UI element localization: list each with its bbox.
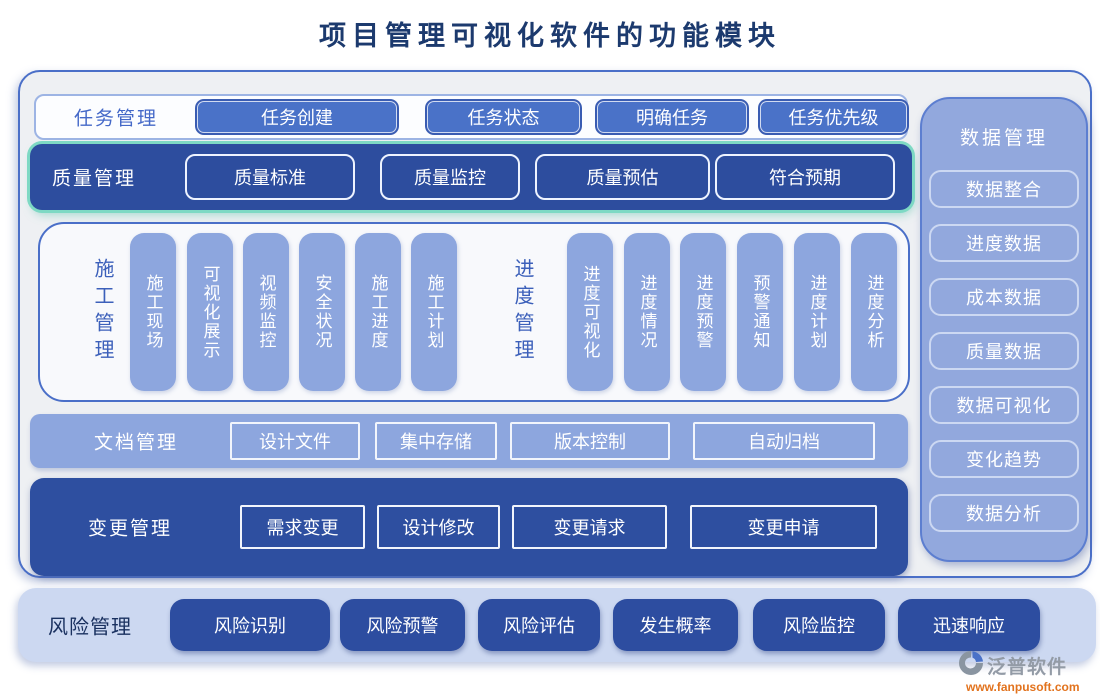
fanpu-logo-url: www.fanpusoft.com bbox=[966, 680, 1080, 694]
risk-warning-button[interactable]: 风险预警 bbox=[340, 599, 465, 651]
change-request-button[interactable]: 变更请求 bbox=[512, 505, 667, 549]
sidebar-item-progress-data[interactable]: 进度数据 bbox=[929, 224, 1079, 262]
occurrence-probability-button[interactable]: 发生概率 bbox=[613, 599, 738, 651]
construction-progress-pill[interactable]: 施工进度 bbox=[355, 233, 401, 391]
quality-standard-button[interactable]: 质量标准 bbox=[185, 154, 355, 200]
document-section-label: 文档管理 bbox=[94, 432, 179, 454]
document-management-section: 文档管理 设计文件 集中存储 版本控制 自动归档 bbox=[30, 414, 908, 468]
design-modify-button[interactable]: 设计修改 bbox=[377, 505, 500, 549]
page-title: 项目管理可视化软件的功能模块 bbox=[319, 21, 781, 51]
fanpu-logo: 泛普软件 www.fanpusoft.com bbox=[958, 650, 1098, 694]
main-panel: 任务管理 任务创建 任务状态 明确任务 任务优先级 质量管理 质量标准 质量监控… bbox=[18, 70, 1092, 578]
fanpu-logo-icon bbox=[958, 650, 984, 681]
version-control-button[interactable]: 版本控制 bbox=[510, 422, 670, 460]
quality-management-section: 质量管理 质量标准 质量监控 质量预估 符合预期 bbox=[30, 144, 912, 210]
sidebar-item-data-analysis[interactable]: 数据分析 bbox=[929, 494, 1079, 532]
task-clarify-button[interactable]: 明确任务 bbox=[597, 101, 747, 133]
task-management-section: 任务管理 任务创建 任务状态 明确任务 任务优先级 bbox=[34, 94, 908, 140]
progress-status-pill[interactable]: 进度情况 bbox=[624, 233, 670, 391]
sidebar-item-quality-data[interactable]: 质量数据 bbox=[929, 332, 1079, 370]
risk-monitor-button[interactable]: 风险监控 bbox=[753, 599, 885, 651]
change-management-section: 变更管理 需求变更 设计修改 变更请求 变更申请 bbox=[30, 478, 908, 576]
risk-assess-button[interactable]: 风险评估 bbox=[478, 599, 600, 651]
auto-archive-button[interactable]: 自动归档 bbox=[693, 422, 875, 460]
data-management-sidebar: 数据管理 数据整合 进度数据 成本数据 质量数据 数据可视化 变化趋势 数据分析 bbox=[920, 97, 1088, 562]
construction-section-label: 施工管理 bbox=[91, 258, 113, 366]
task-section-label: 任务管理 bbox=[74, 108, 159, 130]
design-file-button[interactable]: 设计文件 bbox=[230, 422, 360, 460]
risk-management-section: 风险管理 风险识别 风险预警 风险评估 发生概率 风险监控 迅速响应 bbox=[18, 588, 1096, 662]
quality-expectation-button[interactable]: 符合预期 bbox=[715, 154, 895, 200]
sidebar-header: 数据管理 bbox=[959, 128, 1048, 149]
construction-site-pill[interactable]: 施工现场 bbox=[130, 233, 176, 391]
rapid-response-button[interactable]: 迅速响应 bbox=[898, 599, 1040, 651]
sidebar-item-cost-data[interactable]: 成本数据 bbox=[929, 278, 1079, 316]
demand-change-button[interactable]: 需求变更 bbox=[240, 505, 365, 549]
construction-plan-pill[interactable]: 施工计划 bbox=[411, 233, 457, 391]
risk-section-label: 风险管理 bbox=[48, 616, 132, 639]
sidebar-item-data-visualization[interactable]: 数据可视化 bbox=[929, 386, 1079, 424]
sidebar-item-data-integration[interactable]: 数据整合 bbox=[929, 170, 1079, 208]
task-priority-button[interactable]: 任务优先级 bbox=[760, 101, 907, 133]
warning-notice-pill[interactable]: 预警通知 bbox=[737, 233, 783, 391]
risk-identify-button[interactable]: 风险识别 bbox=[170, 599, 330, 651]
sidebar-item-change-trend[interactable]: 变化趋势 bbox=[929, 440, 1079, 478]
change-apply-button[interactable]: 变更申请 bbox=[690, 505, 877, 549]
central-storage-button[interactable]: 集中存储 bbox=[375, 422, 497, 460]
quality-estimate-button[interactable]: 质量预估 bbox=[535, 154, 710, 200]
progress-analysis-pill[interactable]: 进度分析 bbox=[851, 233, 897, 391]
task-create-button[interactable]: 任务创建 bbox=[197, 101, 397, 133]
progress-warning-pill[interactable]: 进度预警 bbox=[680, 233, 726, 391]
change-section-label: 变更管理 bbox=[88, 518, 173, 540]
construction-progress-section: 施工管理 施工现场 可视化展示 视频监控 安全状况 施工进度 施工计划 进度管理… bbox=[38, 222, 910, 402]
progress-section-label: 进度管理 bbox=[511, 258, 533, 366]
progress-visual-pill[interactable]: 进度可视化 bbox=[567, 233, 613, 391]
fanpu-logo-name: 泛普软件 bbox=[987, 657, 1068, 678]
video-monitor-pill[interactable]: 视频监控 bbox=[243, 233, 289, 391]
progress-plan-pill[interactable]: 进度计划 bbox=[794, 233, 840, 391]
safety-status-pill[interactable]: 安全状况 bbox=[299, 233, 345, 391]
quality-monitor-button[interactable]: 质量监控 bbox=[380, 154, 520, 200]
visual-display-pill[interactable]: 可视化展示 bbox=[187, 233, 233, 391]
quality-section-label: 质量管理 bbox=[52, 168, 137, 190]
task-status-button[interactable]: 任务状态 bbox=[427, 101, 580, 133]
